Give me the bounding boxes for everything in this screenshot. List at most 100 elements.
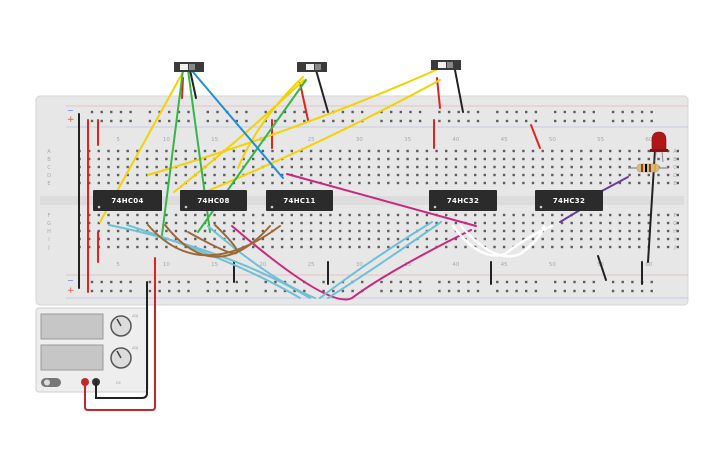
breadboard-hole[interactable] xyxy=(638,149,641,153)
breadboard-hole[interactable] xyxy=(640,119,644,123)
breadboard-hole[interactable] xyxy=(136,221,139,225)
breadboard-hole[interactable] xyxy=(522,157,525,161)
breadboard-hole[interactable] xyxy=(467,289,470,293)
breadboard-hole[interactable] xyxy=(145,157,149,161)
breadboard-hole[interactable] xyxy=(447,289,451,293)
breadboard-hole[interactable] xyxy=(187,289,190,293)
breadboard-hole[interactable] xyxy=(505,110,509,114)
breadboard-hole[interactable] xyxy=(621,119,624,123)
breadboard-hole[interactable] xyxy=(242,221,245,225)
breadboard-hole[interactable] xyxy=(177,119,181,123)
breadboard-hole[interactable] xyxy=(264,280,267,284)
breadboard-hole[interactable] xyxy=(560,213,564,217)
breadboard-hole[interactable] xyxy=(554,289,557,293)
breadboard-hole[interactable] xyxy=(589,157,593,161)
breadboard-hole[interactable] xyxy=(435,237,438,241)
breadboard-hole[interactable] xyxy=(338,181,342,185)
breadboard-hole[interactable] xyxy=(367,245,371,249)
breadboard-hole[interactable] xyxy=(390,119,393,123)
breadboard-hole[interactable] xyxy=(261,149,265,153)
breadboard-hole[interactable] xyxy=(145,181,149,185)
breadboard-hole[interactable] xyxy=(493,165,496,169)
breadboard-hole[interactable] xyxy=(213,173,216,177)
breadboard-hole[interactable] xyxy=(232,213,236,217)
breadboard-hole[interactable] xyxy=(580,149,583,153)
breadboard-hole[interactable] xyxy=(203,173,207,177)
breadboard-hole[interactable] xyxy=(592,119,595,123)
breadboard-hole[interactable] xyxy=(435,165,438,169)
breadboard-hole[interactable] xyxy=(232,149,236,153)
breadboard-hole[interactable] xyxy=(252,181,255,185)
breadboard-hole[interactable] xyxy=(416,149,419,153)
breadboard-hole[interactable] xyxy=(396,221,400,225)
breadboard-hole[interactable] xyxy=(560,181,564,185)
breadboard-hole[interactable] xyxy=(628,165,631,169)
breadboard-hole[interactable] xyxy=(551,165,554,169)
breadboard-hole[interactable] xyxy=(126,149,129,153)
breadboard-hole[interactable] xyxy=(580,157,583,161)
breadboard-hole[interactable] xyxy=(522,229,525,233)
breadboard-hole[interactable] xyxy=(174,237,178,241)
chip-74hc08[interactable]: 74HC08 xyxy=(180,190,247,211)
breadboard-hole[interactable] xyxy=(425,173,429,177)
breadboard-hole[interactable] xyxy=(438,119,441,123)
breadboard-hole[interactable] xyxy=(541,165,544,169)
breadboard-hole[interactable] xyxy=(225,119,229,123)
breadboard-hole[interactable] xyxy=(165,245,168,249)
breadboard-hole[interactable] xyxy=(158,280,161,284)
breadboard-hole[interactable] xyxy=(319,245,322,249)
breadboard-hole[interactable] xyxy=(609,149,612,153)
breadboard-hole[interactable] xyxy=(464,149,467,153)
breadboard-hole[interactable] xyxy=(380,119,383,123)
breadboard-hole[interactable] xyxy=(367,229,371,233)
breadboard-hole[interactable] xyxy=(657,157,660,161)
breadboard-hole[interactable] xyxy=(194,213,197,217)
breadboard-hole[interactable] xyxy=(657,229,660,233)
breadboard-hole[interactable] xyxy=(445,149,448,153)
breadboard-hole[interactable] xyxy=(409,289,412,293)
breadboard-hole[interactable] xyxy=(406,165,409,169)
breadboard-hole[interactable] xyxy=(155,245,158,249)
breadboard-hole[interactable] xyxy=(512,221,515,225)
breadboard-hole[interactable] xyxy=(174,181,178,185)
breadboard-hole[interactable] xyxy=(560,229,564,233)
breadboard-hole[interactable] xyxy=(280,181,284,185)
breadboard-hole[interactable] xyxy=(329,229,332,233)
breadboard-hole[interactable] xyxy=(174,157,178,161)
breadboard-hole[interactable] xyxy=(380,289,383,293)
breadboard-hole[interactable] xyxy=(483,173,486,177)
breadboard-hole[interactable] xyxy=(322,119,325,123)
breadboard-hole[interactable] xyxy=(399,119,402,123)
breadboard-hole[interactable] xyxy=(348,229,351,233)
breadboard-hole[interactable] xyxy=(657,173,660,177)
breadboard-hole[interactable] xyxy=(361,280,364,284)
switch-2[interactable] xyxy=(297,62,327,72)
breadboard-hole[interactable] xyxy=(416,181,419,185)
breadboard-hole[interactable] xyxy=(563,280,566,284)
breadboard-hole[interactable] xyxy=(110,110,113,114)
breadboard-hole[interactable] xyxy=(358,245,361,249)
breadboard-hole[interactable] xyxy=(570,245,573,249)
breadboard-hole[interactable] xyxy=(203,213,207,217)
breadboard-hole[interactable] xyxy=(589,173,593,177)
breadboard-hole[interactable] xyxy=(647,149,650,153)
breadboard-hole[interactable] xyxy=(280,149,284,153)
breadboard-hole[interactable] xyxy=(474,157,477,161)
breadboard-hole[interactable] xyxy=(252,157,255,161)
breadboard-hole[interactable] xyxy=(483,229,486,233)
breadboard-hole[interactable] xyxy=(165,165,168,169)
breadboard-hole[interactable] xyxy=(309,181,313,185)
breadboard-hole[interactable] xyxy=(309,213,313,217)
breadboard-hole[interactable] xyxy=(493,173,496,177)
breadboard-hole[interactable] xyxy=(409,119,412,123)
breadboard-hole[interactable] xyxy=(406,181,409,185)
breadboard-hole[interactable] xyxy=(136,165,139,169)
breadboard-hole[interactable] xyxy=(628,237,631,241)
breadboard-hole[interactable] xyxy=(676,149,679,153)
breadboard-hole[interactable] xyxy=(476,110,480,114)
breadboard-hole[interactable] xyxy=(531,245,535,249)
switch-1[interactable] xyxy=(174,62,204,72)
breadboard-hole[interactable] xyxy=(351,119,354,123)
breadboard-hole[interactable] xyxy=(100,280,103,284)
breadboard-hole[interactable] xyxy=(168,119,171,123)
